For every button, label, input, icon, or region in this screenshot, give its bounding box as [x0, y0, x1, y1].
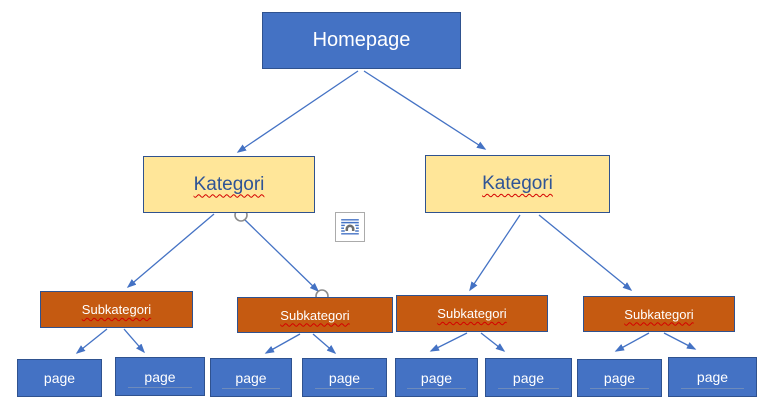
node-subcategory-2-label: Subkategori	[280, 307, 350, 323]
connector-category1-subcategory-1[interactable]	[126, 213, 215, 288]
connector-category1-subcategory-2-selected[interactable]	[243, 218, 320, 293]
node-category-1-label: Kategori	[193, 173, 265, 195]
connector-homepage-category-2[interactable]	[363, 70, 487, 150]
node-subcategory-3[interactable]: Subkategori	[396, 295, 548, 332]
node-page-4[interactable]: page	[302, 358, 387, 397]
node-page-5-label: page	[420, 369, 453, 386]
connector-subcategory1-page-1[interactable]	[75, 328, 108, 354]
node-homepage-label: Homepage	[312, 29, 411, 51]
node-subcategory-2[interactable]: Subkategori	[237, 297, 393, 333]
proofing-underline	[407, 388, 466, 389]
layout-options-icon	[341, 219, 359, 235]
layout-options-button[interactable]	[335, 212, 365, 242]
node-subcategory-1-label: Subkategori	[81, 302, 152, 317]
node-homepage[interactable]: Homepage	[262, 12, 461, 69]
node-page-2-label: page	[144, 368, 176, 385]
connector-subcategory4-page-8[interactable]	[663, 332, 697, 350]
connector-subcategory3-page-5[interactable]	[429, 332, 468, 352]
connector-subcategory4-page-7[interactable]	[614, 332, 650, 352]
connector-subcategory2-page-4[interactable]	[312, 333, 337, 354]
connector-category2-subcategory-4[interactable]	[538, 214, 633, 291]
node-page-1-label: page	[43, 370, 76, 386]
node-page-1[interactable]: page	[17, 359, 102, 397]
node-subcategory-3-label: Subkategori	[437, 306, 507, 321]
node-subcategory-1[interactable]: Subkategori	[40, 291, 193, 328]
node-category-1[interactable]: Kategori	[143, 156, 315, 213]
connector-homepage-category-1[interactable]	[236, 70, 359, 153]
node-page-5[interactable]: page	[395, 358, 478, 397]
connector-subcategory2-page-3[interactable]	[264, 333, 301, 354]
node-page-3[interactable]: page	[210, 358, 292, 397]
node-subcategory-4-label: Subkategori	[624, 306, 694, 322]
node-page-8[interactable]: page	[668, 357, 757, 397]
node-page-7[interactable]: page	[577, 359, 662, 397]
node-page-2[interactable]: page	[115, 357, 205, 396]
node-page-6-label: page	[512, 369, 545, 386]
node-subcategory-4[interactable]: Subkategori	[583, 296, 735, 332]
proofing-underline	[589, 388, 650, 389]
connector-category2-subcategory-3[interactable]	[469, 214, 521, 292]
connector-subcategory1-page-2[interactable]	[123, 328, 145, 354]
connector-subcategory3-page-6[interactable]	[480, 332, 506, 352]
proofing-underline	[497, 388, 560, 389]
proofing-underline	[681, 388, 744, 389]
node-page-3-label: page	[235, 369, 267, 386]
node-page-7-label: page	[603, 370, 636, 386]
node-page-6[interactable]: page	[485, 358, 572, 397]
node-page-8-label: page	[696, 369, 729, 385]
node-category-2-label: Kategori	[482, 173, 553, 194]
proofing-underline	[128, 387, 192, 388]
node-category-2[interactable]: Kategori	[425, 155, 610, 213]
proofing-underline	[222, 388, 280, 389]
node-page-4-label: page	[328, 369, 361, 386]
proofing-underline	[314, 388, 375, 389]
